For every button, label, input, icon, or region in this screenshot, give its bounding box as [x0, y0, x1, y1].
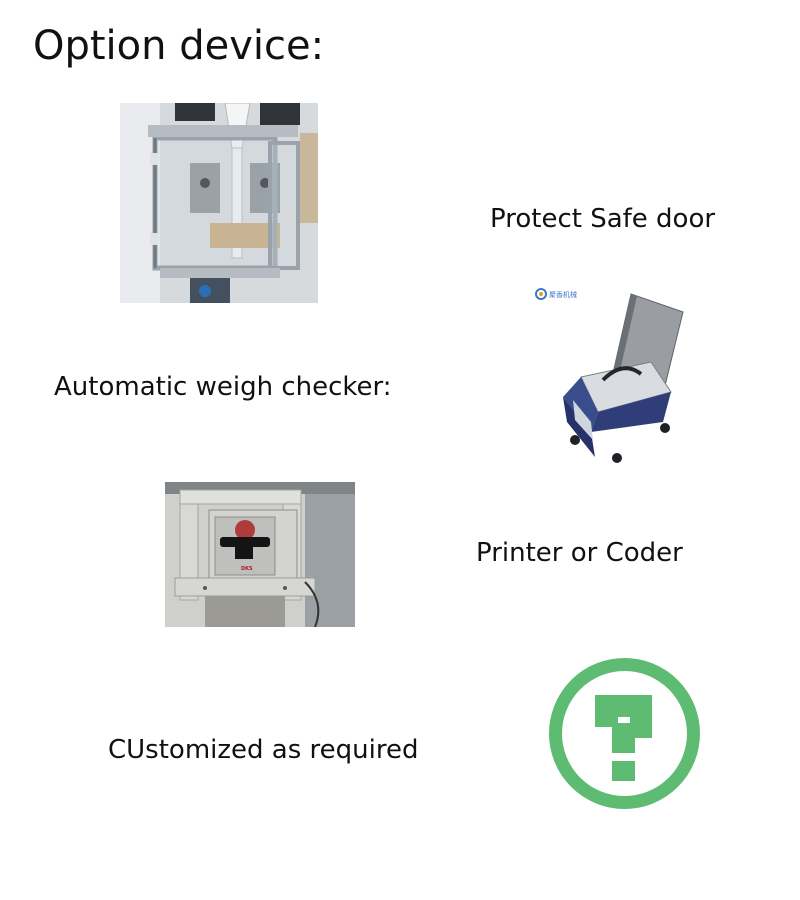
- option-label-printer-coder: Printer or Coder: [476, 538, 683, 568]
- printer-badge-text: DKS: [241, 566, 253, 572]
- option-label-customized: CUstomized as required: [108, 735, 419, 765]
- question-mark-icon: [548, 657, 701, 810]
- weigh-checker-device-photo: 聚香机械: [533, 282, 693, 467]
- page-title: Option device:: [33, 23, 325, 69]
- option-label-safe-door: Protect Safe door: [490, 204, 716, 234]
- option-label-weigh-checker: Automatic weigh checker:: [54, 372, 392, 402]
- safe-door-machine-photo: [120, 103, 318, 303]
- brand-logo-text: 聚香机械: [549, 290, 577, 299]
- printer-coder-photo: DKS: [165, 482, 355, 627]
